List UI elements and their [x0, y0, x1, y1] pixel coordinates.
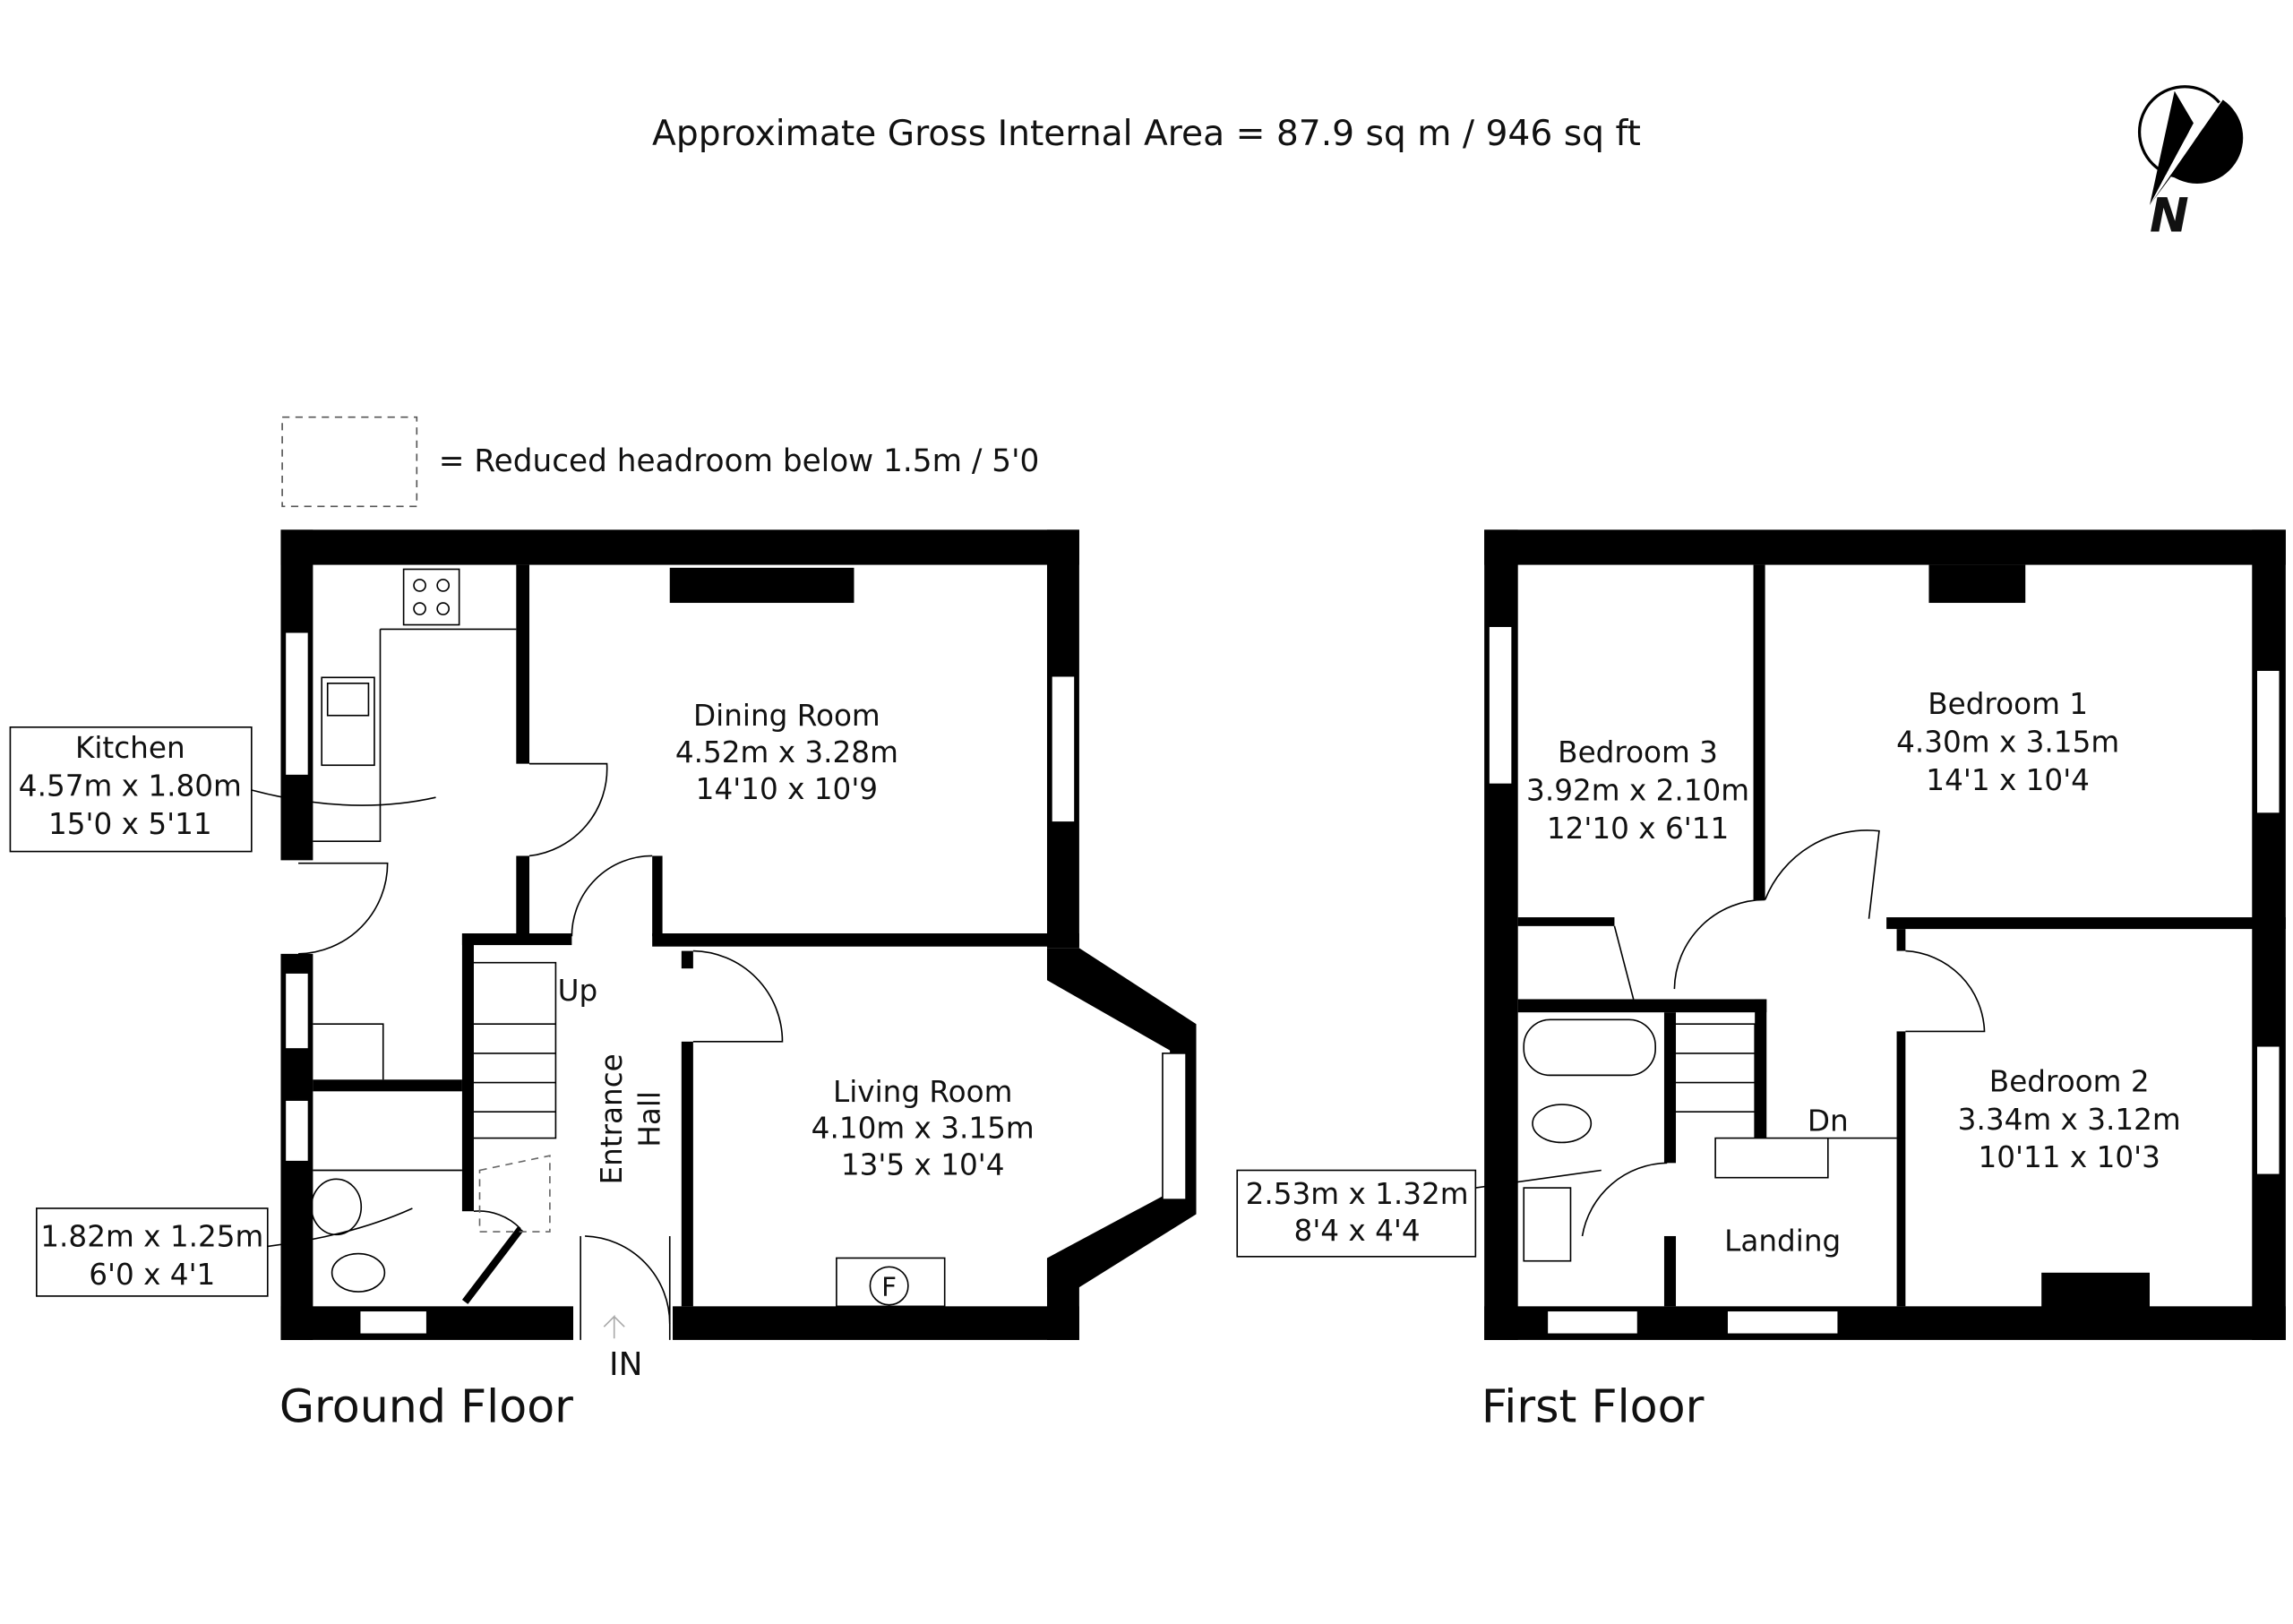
wc-imperial: 6'0 x 4'1 [89, 1258, 215, 1292]
first-floor-toilet-icon [1532, 1104, 1593, 1144]
ground-floor-title: Ground Floor [279, 1379, 573, 1432]
living-name: Living Room [833, 1075, 1012, 1109]
entrance-label: IN [609, 1346, 642, 1383]
bedroom1-metric: 4.30m x 3.15m [1896, 726, 2119, 760]
fireplace-icon [869, 1266, 909, 1306]
dining-imperial: 14'10 x 10'9 [696, 772, 878, 806]
bedroom1-imperial: 14'1 x 10'4 [1926, 763, 2090, 797]
hall-label-1: Entrance [595, 1053, 629, 1184]
first-floor-walls [1484, 529, 2286, 1340]
kitchen-imperial: 15'0 x 5'11 [48, 807, 212, 841]
entrance-arrow-icon [603, 1314, 625, 1339]
hob-icon [402, 568, 460, 626]
fireplace-label: F [881, 1272, 897, 1302]
bathroom-metric: 2.53m x 1.32m [1246, 1177, 1469, 1211]
ground-floor-labels: Dining Room 4.52m x 3.28m 14'10 x 10'9 L… [9, 699, 1035, 1432]
bedroom3-imperial: 12'10 x 6'11 [1547, 812, 1729, 846]
stairs-up-label: Up [558, 974, 598, 1008]
bathroom-imperial: 8'4 x 4'4 [1294, 1214, 1421, 1248]
toilet-icon [331, 1252, 386, 1293]
dining-name: Dining Room [693, 699, 880, 733]
compass-label: N [2150, 189, 2189, 243]
first-floor-title: First Floor [1481, 1379, 1705, 1432]
basin-icon [310, 1178, 363, 1236]
bedroom3-metric: 3.92m x 2.10m [1526, 773, 1749, 807]
sink-icon [321, 676, 375, 767]
kitchen-metric: 4.57m x 1.80m [19, 769, 242, 803]
headroom-legend-swatch [281, 416, 418, 508]
ground-floor-walls: F [280, 529, 1197, 1340]
first-floor-labels: Bedroom 1 4.30m x 3.15m 14'1 x 10'4 Bedr… [1236, 687, 2181, 1432]
wc-metric: 1.82m x 1.25m [40, 1219, 263, 1253]
first-floor-basin-icon [1523, 1187, 1572, 1262]
landing-name: Landing [1724, 1224, 1841, 1258]
bedroom2-metric: 3.34m x 3.12m [1958, 1103, 2181, 1137]
dining-metric: 4.52m x 3.28m [675, 735, 898, 769]
headroom-legend-text: = Reduced headroom below 1.5m / 5'0 [439, 443, 1040, 479]
living-imperial: 13'5 x 10'4 [841, 1147, 1005, 1181]
gross-area: Approximate Gross Internal Area = 87.9 s… [652, 114, 1641, 154]
bedroom2-imperial: 10'11 x 10'3 [1979, 1140, 2160, 1174]
bedroom2-name: Bedroom 2 [1989, 1064, 2150, 1098]
living-metric: 4.10m x 3.15m [812, 1112, 1035, 1146]
bath-icon [1523, 1018, 1656, 1077]
stairs-down-label: Dn [1808, 1104, 1849, 1138]
hall-label-2: Hall [632, 1091, 666, 1147]
kitchen-name: Kitchen [75, 731, 185, 765]
north-compass-icon: N [2137, 85, 2244, 243]
bedroom1-name: Bedroom 1 [1928, 687, 2088, 721]
bedroom3-name: Bedroom 3 [1558, 735, 1718, 769]
